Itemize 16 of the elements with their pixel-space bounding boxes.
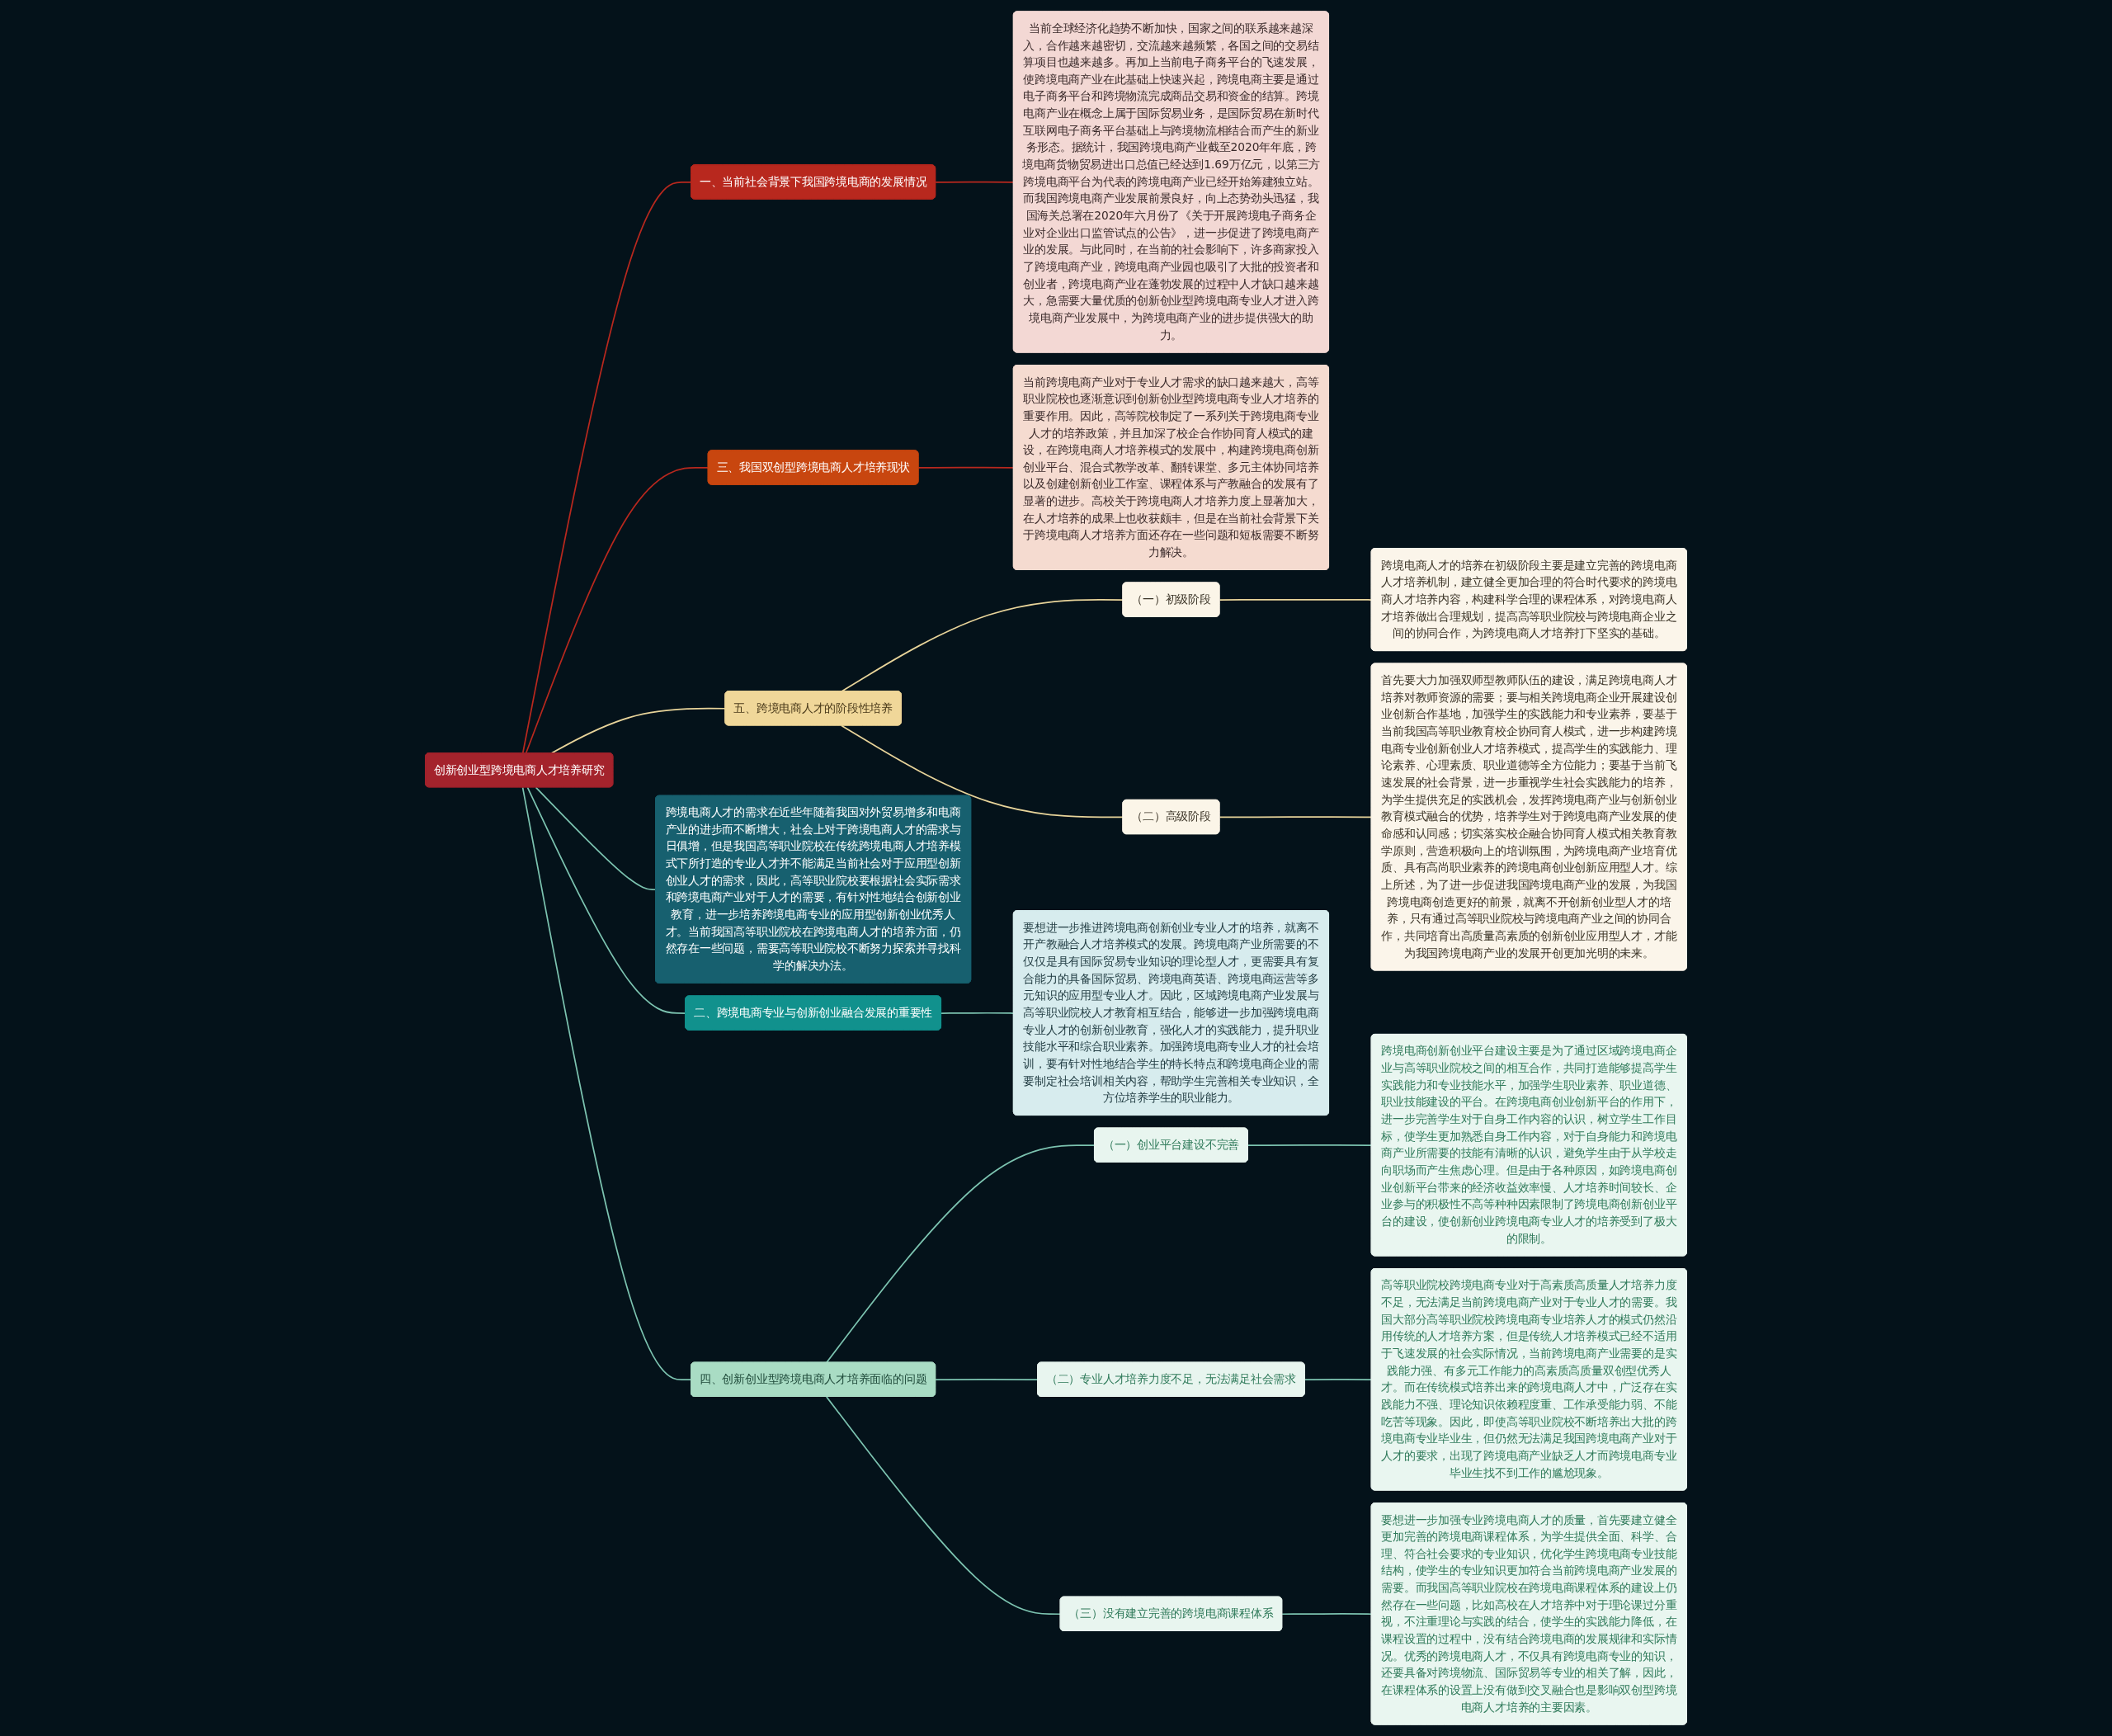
connector [935,1379,1039,1381]
connector [521,786,692,1381]
connector [526,786,686,1014]
connector [1281,1613,1373,1616]
connector [940,1012,1015,1014]
connector [521,182,692,754]
connector [535,786,657,891]
connector [825,1396,1062,1616]
connector [1219,598,1373,601]
connector [1304,1379,1373,1381]
connector [935,181,1015,183]
connector [1247,1144,1373,1146]
connector [825,1144,1096,1364]
connector [917,466,1015,469]
connector [1219,816,1373,818]
connector [525,467,710,754]
